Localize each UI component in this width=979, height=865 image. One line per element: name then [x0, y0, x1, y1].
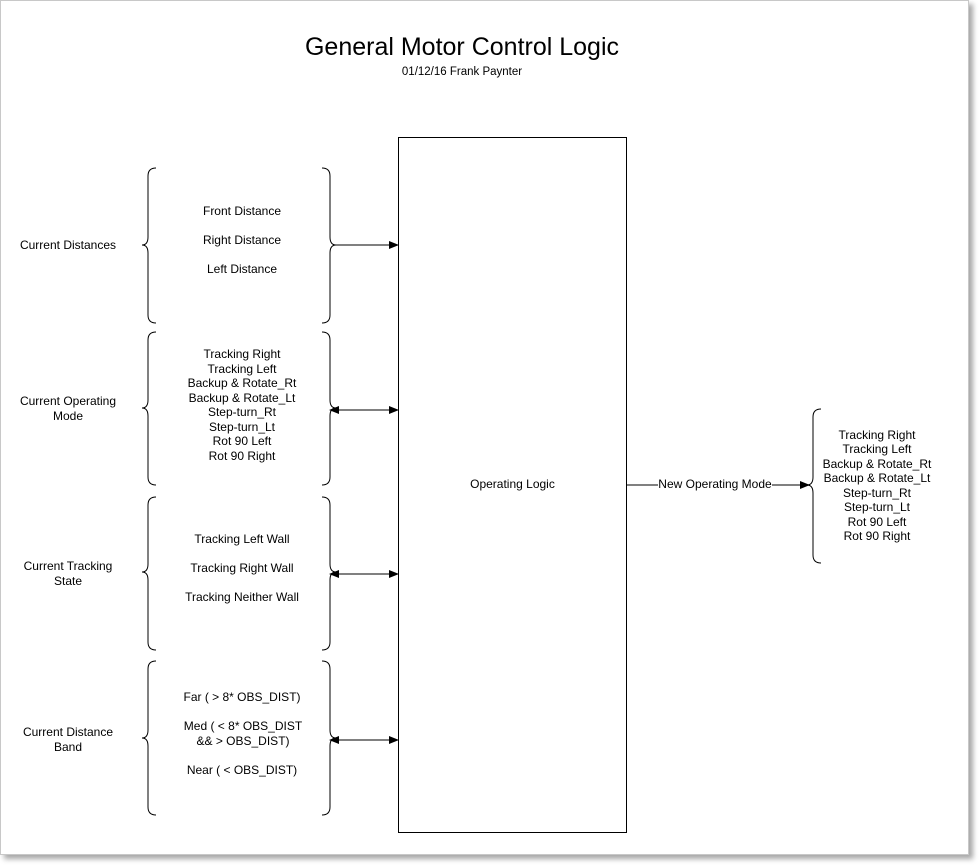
output-item-tracking-left: Tracking Left	[842, 442, 912, 456]
item-mode-step-turn-lt: Step-turn_Lt	[208, 420, 276, 434]
brace-current-tracking-state	[141, 496, 157, 651]
item-mode-backup-rotate-rt: Backup & Rotate_Rt	[187, 376, 297, 390]
item-mode-tracking-left: Tracking Left	[207, 362, 277, 376]
brace-output	[806, 408, 822, 564]
brace-right-current-distance-band	[321, 660, 337, 816]
item-mode-rot-90-right: Rot 90 Right	[208, 449, 276, 463]
brace-current-operating-mode	[141, 331, 157, 486]
item-band-med: Med ( < 8* OBS_DIST && > OBS_DIST)	[183, 719, 303, 748]
output-item-tracking-right: Tracking Right	[838, 428, 916, 442]
operating-logic-box	[398, 137, 627, 833]
item-mode-tracking-right: Tracking Right	[203, 347, 281, 361]
item-tracking-neither-wall: Tracking Neither Wall	[185, 590, 299, 604]
operating-logic-label: Operating Logic	[470, 477, 555, 491]
item-mode-step-turn-rt: Step-turn_Rt	[207, 405, 277, 419]
item-mode-rot-90-left: Rot 90 Left	[212, 434, 272, 448]
item-tracking-left-wall: Tracking Left Wall	[194, 532, 290, 546]
label-current-tracking-state: Current Tracking State	[23, 559, 113, 588]
item-left-distance: Left Distance	[206, 262, 278, 276]
output-label-bg	[658, 477, 772, 493]
output-item-step-turn-rt: Step-turn_Rt	[842, 486, 912, 500]
output-item-backup-rotate-lt: Backup & Rotate_Lt	[823, 471, 931, 485]
item-right-distance: Right Distance	[202, 233, 282, 247]
item-front-distance: Front Distance	[202, 204, 282, 218]
diagram-title: General Motor Control Logic	[304, 33, 620, 61]
brace-current-distance-band	[141, 660, 157, 816]
new-operating-mode-label: New Operating Mode	[658, 477, 772, 491]
label-current-distance-band: Current Distance Band	[22, 725, 114, 754]
output-item-rot-90-right: Rot 90 Right	[843, 529, 911, 543]
output-item-rot-90-left: Rot 90 Left	[847, 515, 907, 529]
item-band-near: Near ( < OBS_DIST)	[186, 763, 298, 777]
item-band-far: Far ( > 8* OBS_DIST)	[183, 690, 301, 704]
output-item-step-turn-lt: Step-turn_Lt	[843, 500, 911, 514]
label-current-operating-mode: Current Operating Mode	[19, 394, 117, 423]
label-current-distances: Current Distances	[19, 238, 117, 252]
item-tracking-right-wall: Tracking Right Wall	[190, 561, 294, 575]
brace-current-distances	[141, 167, 157, 324]
diagram-subtitle: 01/12/16 Frank Paynter	[401, 66, 523, 78]
item-mode-backup-rotate-lt: Backup & Rotate_Lt	[188, 391, 296, 405]
diagram-connectors	[141, 137, 822, 833]
output-item-backup-rotate-rt: Backup & Rotate_Rt	[822, 457, 932, 471]
diagram-page: General Motor Control Logic 01/12/16 Fra…	[0, 0, 969, 855]
